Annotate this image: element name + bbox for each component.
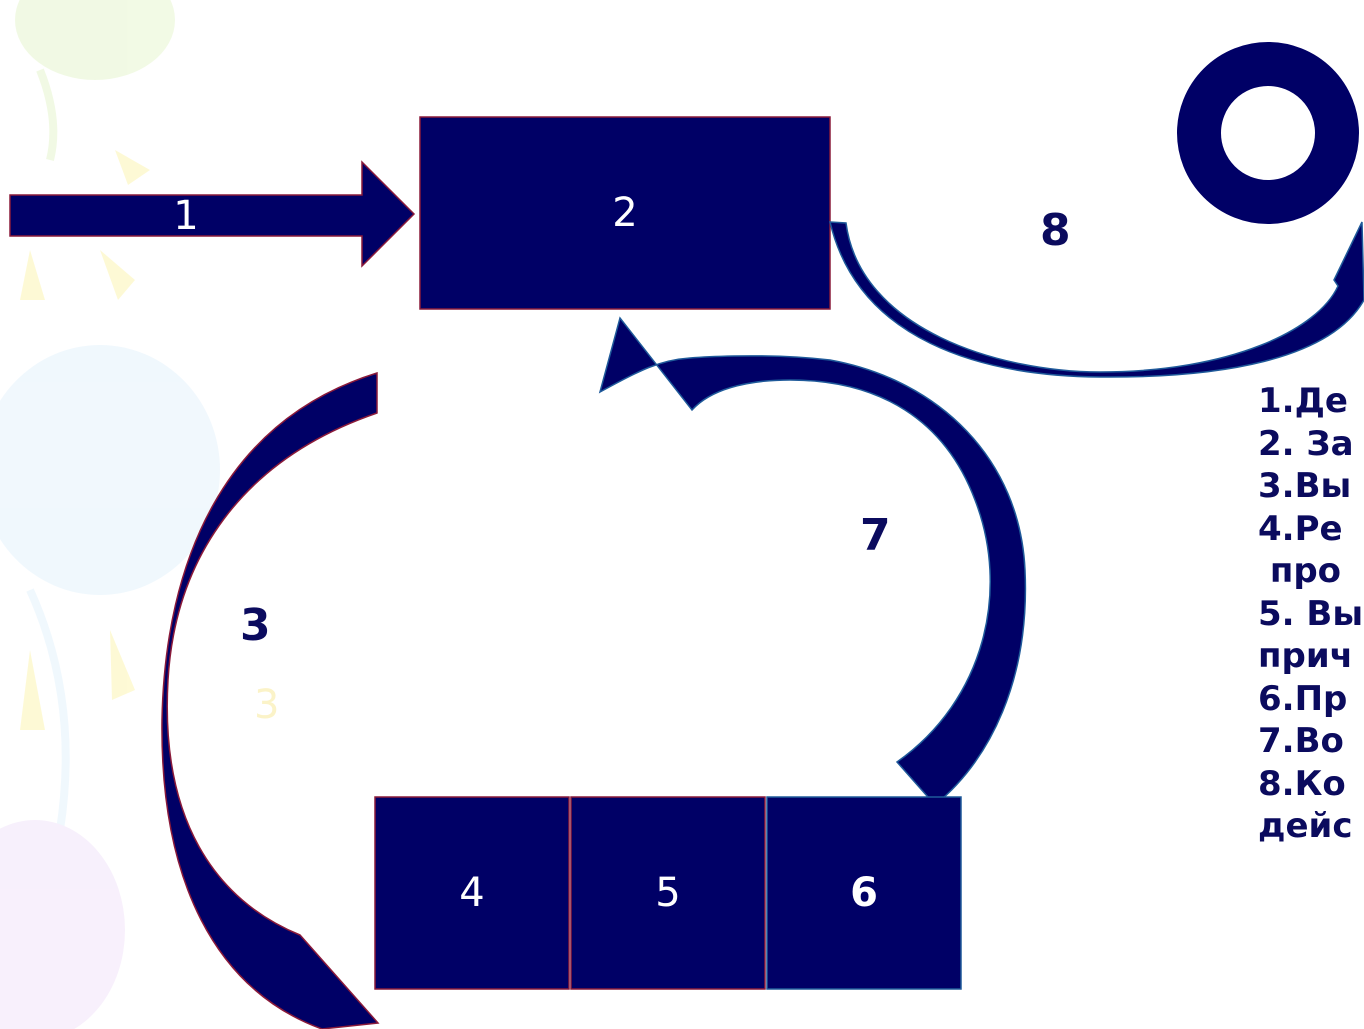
box-6-shape xyxy=(766,796,962,990)
box-6-label: 6 xyxy=(850,870,878,916)
arrow-1-label: 1 xyxy=(173,192,199,239)
balloon-purple-shape xyxy=(0,820,125,1029)
arrow-3-faint-label: 3 xyxy=(254,682,280,728)
arrow-3-shape xyxy=(161,371,380,1029)
arrow-1-shape xyxy=(9,160,416,268)
ring-icon xyxy=(1177,42,1359,224)
sun-ray-shape xyxy=(115,150,150,185)
legend-item: 8.Ко xyxy=(1258,763,1346,804)
legend-item: прич xyxy=(1258,636,1353,676)
legend-item: 1.Де xyxy=(1258,381,1348,421)
balloon-blue-shape xyxy=(0,345,220,595)
legend-item: 2. За xyxy=(1258,423,1354,464)
arrow-3-label: 3 xyxy=(240,600,271,651)
legend-item: 6.Пр xyxy=(1258,678,1348,719)
legend-item: про xyxy=(1258,551,1342,591)
arrow-7-shape xyxy=(598,316,1027,807)
box-2-label: 2 xyxy=(612,190,638,236)
box-2-shape xyxy=(419,116,831,310)
box-4-shape xyxy=(374,796,570,990)
arrow-7-label: 7 xyxy=(860,510,891,561)
legend-list: 1.Де 2. За 3.Вы 4.Ре про 5. Вы прич 6.Пр… xyxy=(1258,380,1364,848)
legend-item: 3.Вы xyxy=(1258,466,1352,506)
box-4-label: 4 xyxy=(459,870,485,916)
box-5-label: 5 xyxy=(655,870,681,916)
box-5-shape xyxy=(570,796,766,990)
legend-item: 5. Вы xyxy=(1258,593,1364,634)
legend-item: 4.Ре xyxy=(1258,508,1343,549)
legend-item: дейс xyxy=(1258,806,1353,846)
balloon-green-shape xyxy=(15,0,175,80)
arrow-8-shape xyxy=(829,221,1364,378)
legend-item: 7.Во xyxy=(1258,721,1344,761)
arrow-8-label: 8 xyxy=(1040,205,1071,256)
